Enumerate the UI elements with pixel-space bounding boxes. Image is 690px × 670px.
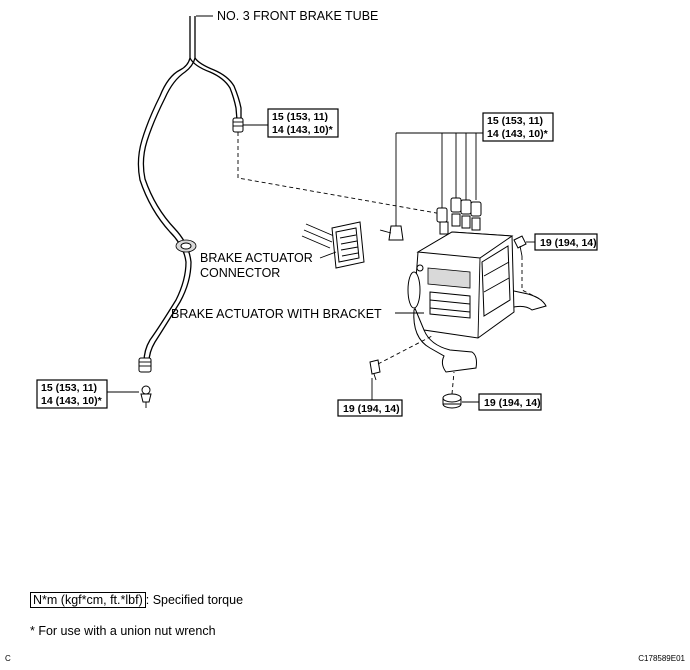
front-brake-tube [137, 16, 244, 408]
torque-legend-key: N*m (kgf*cm, ft.*lbf) [30, 592, 146, 608]
illustration-number: C178589E01 [638, 654, 685, 663]
torque-actuator-tubes-line2: 14 (143, 10)* [487, 128, 549, 140]
bracket-bolt-left [369, 359, 381, 381]
torque-actuator-tubes-line1: 15 (153, 11) [487, 115, 543, 127]
torque-bracket-nut-bottom: 19 (194, 14) [484, 397, 541, 409]
torque-bracket-bolt-left: 19 (194, 14) [343, 403, 400, 415]
torque-tube-upper-line1: 15 (153, 11) [272, 111, 328, 123]
actuator-connector-label-2: CONNECTOR [200, 266, 280, 280]
torque-legend-desc: : Specified torque [145, 593, 244, 607]
actuator-connector-label-1: BRAKE ACTUATOR [200, 251, 313, 265]
torque-tube-lower-line2: 14 (143, 10)* [41, 395, 103, 407]
lower-fitting [140, 385, 152, 408]
actuator-tube-leaders [395, 132, 483, 228]
bracket-bolt-right [513, 235, 527, 257]
corner-left-code: C [5, 654, 11, 663]
union-nut-note: * For use with a union nut wrench [30, 624, 216, 638]
brake-actuator-body [407, 213, 547, 373]
tube-upper-nut [232, 117, 244, 133]
torque-tube-lower-line1: 15 (153, 11) [41, 382, 97, 394]
bracket-nut-bottom [442, 393, 462, 409]
actuator-connector [301, 221, 365, 269]
torque-bracket-bolt-right: 19 (194, 14) [540, 237, 597, 249]
actuator-with-bracket-label: BRAKE ACTUATOR WITH BRACKET [171, 307, 382, 321]
torque-tube-upper-line2: 14 (143, 10)* [272, 124, 334, 136]
torque-legend: N*m (kgf*cm, ft.*lbf): Specified torque [30, 592, 244, 608]
actuator-flare-nuts [379, 197, 482, 241]
tube-lower-nut [138, 357, 152, 373]
front-brake-tube-label: NO. 3 FRONT BRAKE TUBE [217, 9, 378, 23]
